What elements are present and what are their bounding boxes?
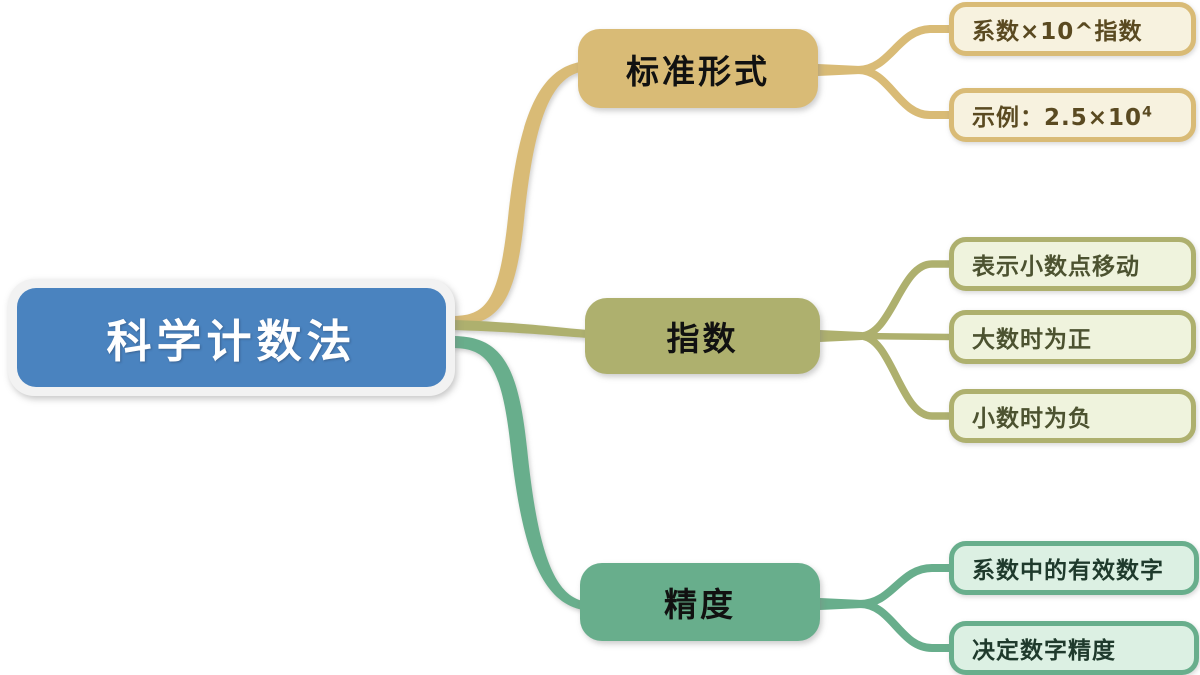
leaf-node-significant-figures[interactable]: 系数中的有效数字: [949, 541, 1199, 595]
branch-node-precision[interactable]: 精度: [580, 563, 820, 641]
branch-label-exponent: 指数: [666, 319, 739, 358]
leaf-label-positive-for-large: 大数时为正: [972, 327, 1092, 353]
leaf-label-decimal-shift: 表示小数点移动: [972, 254, 1140, 280]
connector-exponent-to-leaf-1: [856, 260, 954, 340]
leaf-node-negative-for-small[interactable]: 小数时为负: [949, 389, 1196, 443]
connector-root-to-precision: [452, 336, 583, 610]
connector-standard-stem: [818, 64, 860, 76]
leaf-node-determines-precision[interactable]: 决定数字精度: [949, 621, 1199, 675]
branch-node-standard-form[interactable]: 标准形式: [578, 29, 818, 108]
connector-exponent-to-leaf-3: [856, 332, 954, 420]
leaf-label-significant-figures: 系数中的有效数字: [972, 558, 1164, 584]
leaf-node-coefficient-formula[interactable]: 系数×10^指数: [949, 2, 1196, 56]
connector-standard-to-leaf-1: [854, 25, 954, 74]
branch-node-exponent[interactable]: 指数: [585, 298, 820, 374]
connector-exponent-stem: [820, 330, 862, 342]
leaf-label-example-text: 示例：2.5×10: [972, 105, 1143, 131]
leaf-node-example[interactable]: 示例：2.5×104: [949, 88, 1196, 142]
leaf-label-coefficient-formula: 系数×10^指数: [972, 19, 1143, 45]
leaf-node-decimal-shift[interactable]: 表示小数点移动: [949, 237, 1196, 291]
branch-label-precision: 精度: [664, 585, 736, 624]
branch-label-standard-form: 标准形式: [626, 51, 770, 91]
leaf-node-positive-for-large[interactable]: 大数时为正: [949, 310, 1196, 364]
root-node-body: 科学计数法: [17, 288, 446, 387]
leaf-label-example: 示例：2.5×104: [972, 98, 1153, 132]
leaf-label-example-exponent: 4: [1142, 104, 1153, 121]
connector-exponent-to-leaf-2: [856, 332, 954, 341]
leaf-label-negative-for-small: 小数时为负: [972, 406, 1092, 432]
connector-precision-stem: [820, 598, 862, 610]
connector-root-to-standard: [452, 62, 580, 326]
root-node[interactable]: 科学计数法: [8, 279, 455, 396]
connector-precision-to-leaf-2: [856, 600, 954, 652]
connector-precision-to-leaf-1: [856, 564, 954, 608]
connector-standard-to-leaf-2: [854, 66, 954, 119]
connector-root-to-exponent: [452, 320, 588, 338]
leaf-label-determines-precision: 决定数字精度: [972, 638, 1116, 664]
root-node-label: 科学计数法: [106, 315, 357, 368]
